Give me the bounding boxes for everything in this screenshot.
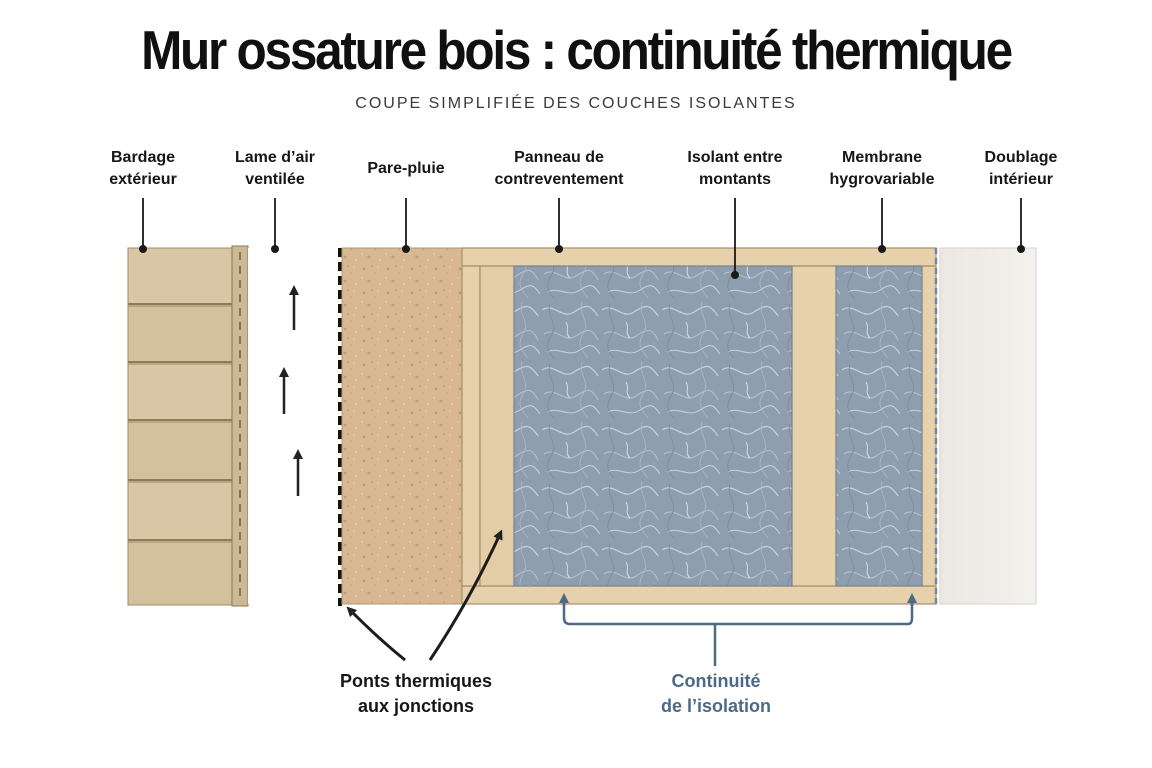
leader-lines: [142, 198, 1022, 275]
insulation: [513, 265, 923, 587]
bracing-panel: [341, 247, 463, 605]
callout-thermal-bridges: Ponts thermiques aux jonctions: [339, 671, 493, 716]
callout-insulation-continuity: Continuité de l’isolation: [660, 671, 771, 716]
label-exterior-cladding: Bardage extérieur: [109, 149, 177, 188]
leader-dots: [139, 245, 1025, 279]
interior-lining: [939, 247, 1037, 605]
page-title: Mur ossature bois : continuité thermique: [141, 19, 1013, 81]
label-bracing-panel: Panneau de contreventement: [494, 149, 624, 188]
label-insulation: Isolant entre montants: [687, 149, 783, 188]
air-gap: [248, 248, 338, 604]
label-rain-barrier: Pare-pluie: [367, 160, 445, 177]
exterior-cladding: [127, 247, 233, 606]
label-vapour-membrane: Membrane hygrovariable: [829, 149, 935, 188]
label-air-gap: Lame d’air ventilée: [234, 149, 316, 188]
thermal-bridge-arrows: [346, 529, 503, 662]
continuity-bracket: [559, 593, 917, 666]
battens: [231, 245, 249, 607]
label-interior-lining: Doublage intérieur: [984, 149, 1058, 188]
page-subtitle: COUPE SIMPLIFIÉE DES COUCHES ISOLANTES: [355, 95, 797, 112]
